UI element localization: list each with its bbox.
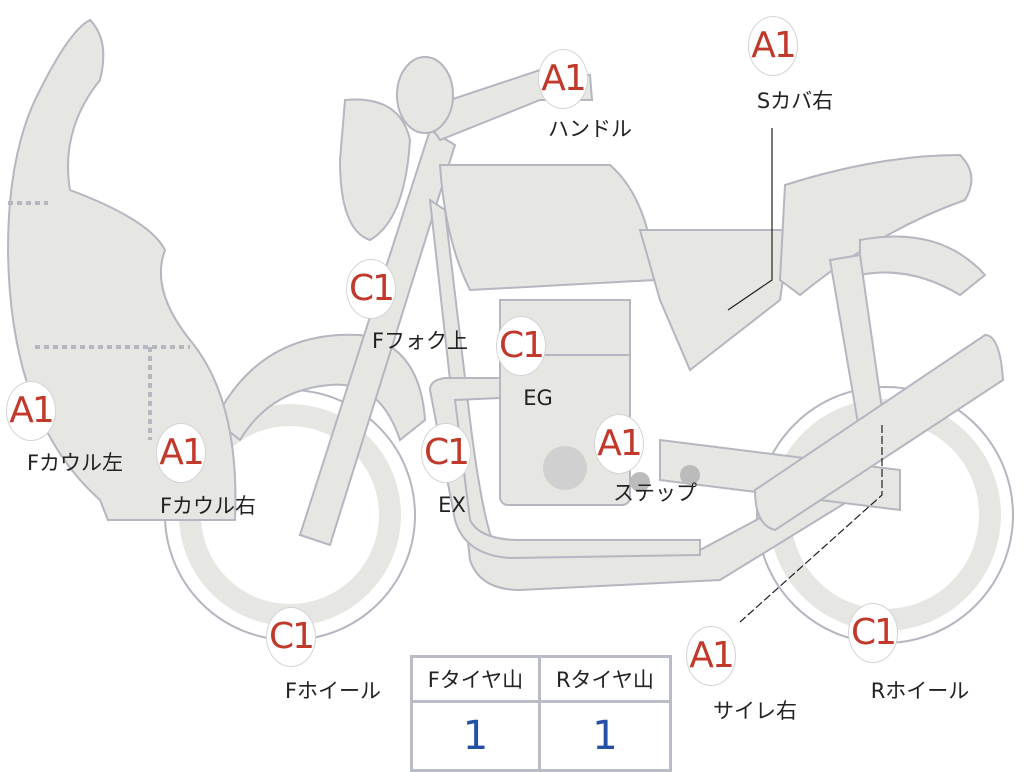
- part-label: Fフォク上: [371, 329, 469, 353]
- grade-marker: A1: [6, 381, 56, 441]
- front-tire-value: 1: [410, 700, 541, 772]
- front-tire-header: Fタイヤ山: [410, 655, 541, 703]
- silencer: [753, 333, 1005, 532]
- grade-marker: A1: [594, 414, 644, 474]
- fuel-tank: [438, 164, 657, 292]
- part-label: Rホイール: [870, 679, 970, 703]
- front-fork: [298, 128, 457, 547]
- grade-marker: C1: [421, 423, 471, 483]
- part-label: EG: [523, 386, 553, 410]
- grade-marker: A1: [686, 626, 736, 686]
- tire-tread-table: Fタイヤ山 Rタイヤ山 1 1: [410, 655, 673, 772]
- part-label: EX: [438, 493, 466, 517]
- part-label: Fカウル左: [26, 451, 124, 475]
- grade-marker: C1: [346, 259, 396, 319]
- part-label: ステップ: [613, 481, 697, 505]
- leader-line: [727, 128, 773, 311]
- exhaust: [428, 377, 701, 560]
- grade-marker: C1: [266, 607, 316, 667]
- grade-marker: C1: [848, 603, 898, 663]
- rear-tire-header: Rタイヤ山: [537, 655, 673, 703]
- rear-fender: [859, 235, 987, 297]
- grade-marker: C1: [496, 316, 546, 376]
- front-cowl: [6, 18, 237, 521]
- headlight: [338, 98, 412, 242]
- grade-marker: A1: [538, 49, 588, 109]
- grade-marker: A1: [748, 16, 798, 76]
- part-label: サイレ右: [713, 699, 797, 723]
- part-label: Fカウル右: [159, 494, 257, 518]
- leader-line: [739, 425, 883, 623]
- part-label: Sカバ右: [756, 89, 834, 113]
- grade-marker: A1: [156, 423, 206, 483]
- side-cover: [638, 229, 792, 372]
- part-label: ハンドル: [548, 117, 632, 141]
- part-label: Fホイール: [284, 679, 382, 703]
- rear-tire-value: 1: [537, 700, 673, 772]
